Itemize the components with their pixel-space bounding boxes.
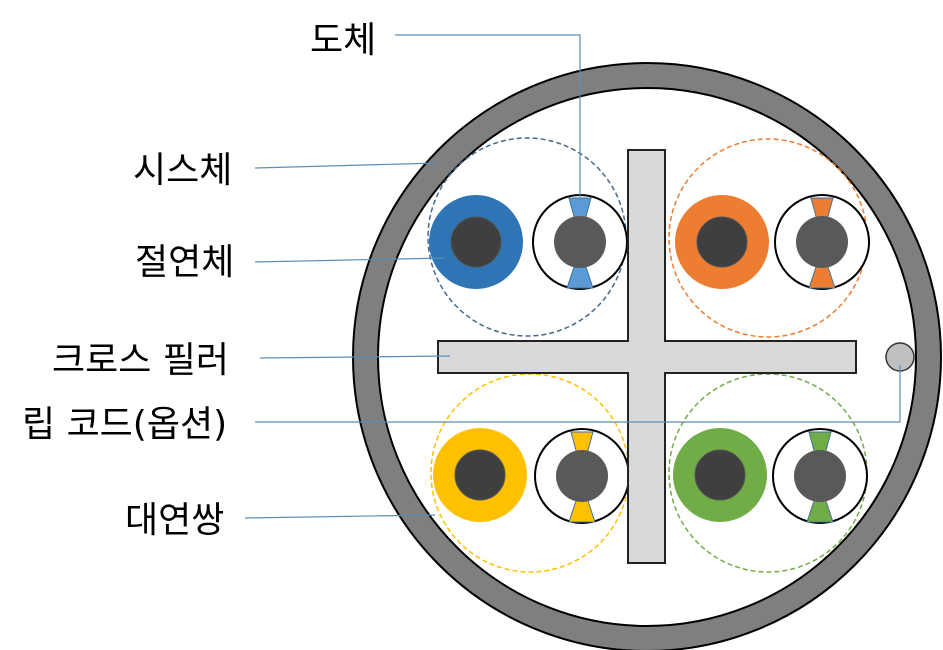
label-rip-cord: 립 코드(옵션) — [22, 404, 227, 445]
leader-sheath — [254, 162, 439, 169]
leader-insulation — [254, 257, 446, 263]
label-insulation: 절연체 — [135, 242, 234, 283]
cross-filler — [437, 149, 857, 564]
conductor-yellow — [454, 449, 506, 501]
conductor-white-green — [794, 450, 846, 502]
leader-cross-filler — [259, 355, 451, 359]
label-twisted-pair: 대연쌍 — [125, 500, 224, 541]
conductor-white-yellow — [556, 450, 608, 502]
leader-conductor — [395, 34, 581, 200]
conductor-white-blue — [554, 216, 606, 268]
conductor-blue — [450, 216, 502, 268]
conductor-orange — [696, 216, 748, 268]
label-cross-filler: 크로스 필러 — [52, 340, 229, 381]
leader-twisted-pair — [244, 514, 436, 519]
label-sheath: 시스체 — [133, 150, 232, 191]
leader-rip-cord — [255, 365, 901, 423]
conductor-white-orange — [796, 216, 848, 268]
label-conductor: 도체 — [310, 20, 376, 61]
conductor-green — [694, 449, 746, 501]
